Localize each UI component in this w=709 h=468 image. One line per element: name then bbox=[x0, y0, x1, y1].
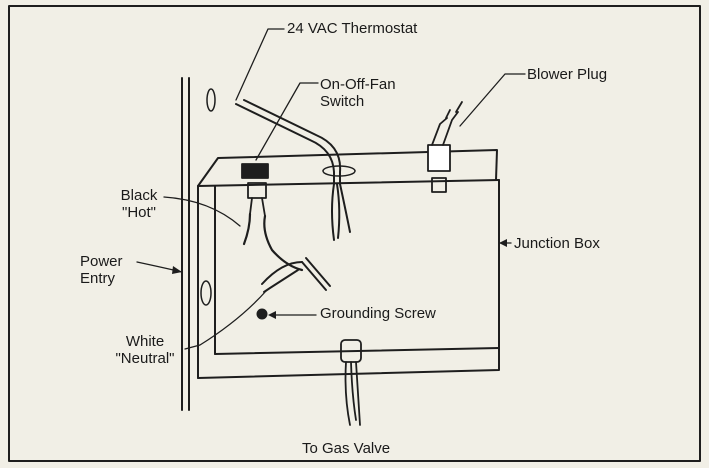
junction-box-label: Junction Box bbox=[514, 235, 600, 252]
white-neutral-leader bbox=[184, 290, 267, 350]
panel-knockout-lower bbox=[200, 280, 212, 306]
blower-plug-body bbox=[427, 101, 463, 193]
fan-switch-leader bbox=[255, 82, 319, 161]
white-neutral-label: White "Neutral" bbox=[115, 333, 175, 367]
white-neutral-wire bbox=[261, 257, 331, 293]
gas-valve-wire bbox=[340, 339, 362, 426]
black-hot-leader bbox=[163, 196, 241, 227]
thermostat-wire bbox=[235, 99, 351, 241]
fan-switch-body bbox=[241, 163, 269, 217]
thermostat-label: 24 VAC Thermostat bbox=[287, 20, 418, 37]
leader-arrowheads bbox=[172, 239, 507, 319]
gas-valve-label: To Gas Valve bbox=[302, 440, 391, 457]
junction-box bbox=[197, 149, 500, 379]
blower-plug-leader bbox=[459, 73, 526, 127]
panel-knockout-upper bbox=[206, 88, 216, 112]
black-hot-label: Black "Hot" bbox=[120, 187, 158, 221]
grounding-screw-label: Grounding Screw bbox=[320, 305, 436, 322]
grounding-screw-body bbox=[256, 308, 268, 320]
diagram-frame bbox=[8, 5, 701, 462]
blower-plug-label: Blower Plug bbox=[527, 66, 608, 83]
black-hot-wire bbox=[242, 212, 304, 272]
furnace-panel bbox=[181, 77, 190, 411]
thermostat-leader bbox=[235, 28, 285, 101]
fan-switch-label: On-Off-Fan Switch bbox=[320, 76, 396, 110]
power-entry-label: Power Entry bbox=[80, 253, 123, 287]
